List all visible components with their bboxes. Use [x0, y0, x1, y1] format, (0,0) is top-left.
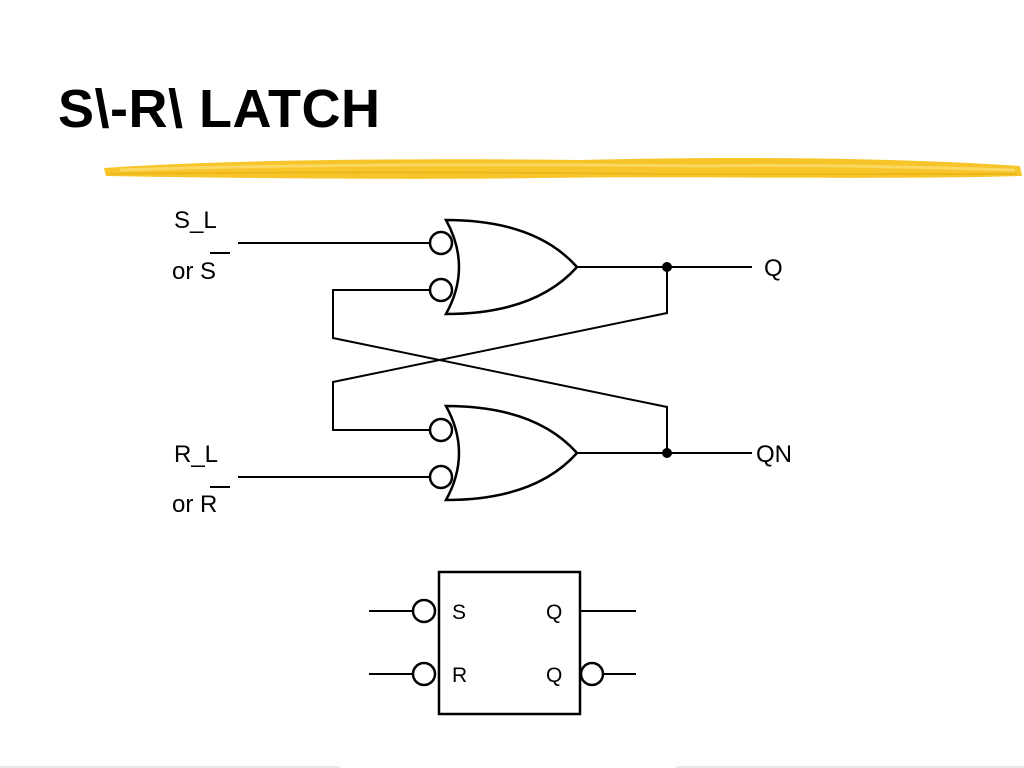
symbol-qn-bubble: [579, 661, 605, 687]
top-or-gate: [443, 218, 579, 316]
r-input-label: R_L: [174, 441, 218, 468]
q-output-label: Q: [764, 255, 783, 282]
top-gate-bubble-s: [428, 230, 454, 256]
bottom-gate-bubble-feedback: [428, 417, 454, 443]
qn-output-label: QN: [756, 441, 792, 468]
bottom-gate-bubble-r: [428, 464, 454, 490]
bottom-or-gate: [443, 404, 579, 502]
symbol-r-bubble: [411, 661, 437, 687]
s-input-label: S_L: [174, 207, 217, 234]
qn-junction-dot: [662, 448, 672, 458]
symbol-pin-r: R: [452, 664, 467, 687]
footer-divider-right: [676, 766, 1024, 768]
footer-divider-left: [0, 766, 340, 768]
top-gate-bubble-feedback: [428, 277, 454, 303]
symbol-pin-q: Q: [546, 601, 562, 624]
r-input-alt-label: or R: [172, 491, 217, 518]
slide-title: S\-R\ LATCH: [58, 79, 381, 139]
symbol-pin-qn: Q: [546, 664, 562, 687]
title-underline-brushstroke: [104, 158, 1022, 179]
feedback-wire-q-to-bottom-gate: [332, 267, 668, 431]
q-junction-dot: [662, 262, 672, 272]
feedback-wire-qn-to-top-gate: [332, 289, 668, 453]
symbol-s-bubble: [411, 598, 437, 624]
symbol-pin-s: S: [452, 601, 466, 624]
s-input-alt-label: or S: [172, 258, 216, 285]
latch-symbol-box: [437, 570, 582, 716]
